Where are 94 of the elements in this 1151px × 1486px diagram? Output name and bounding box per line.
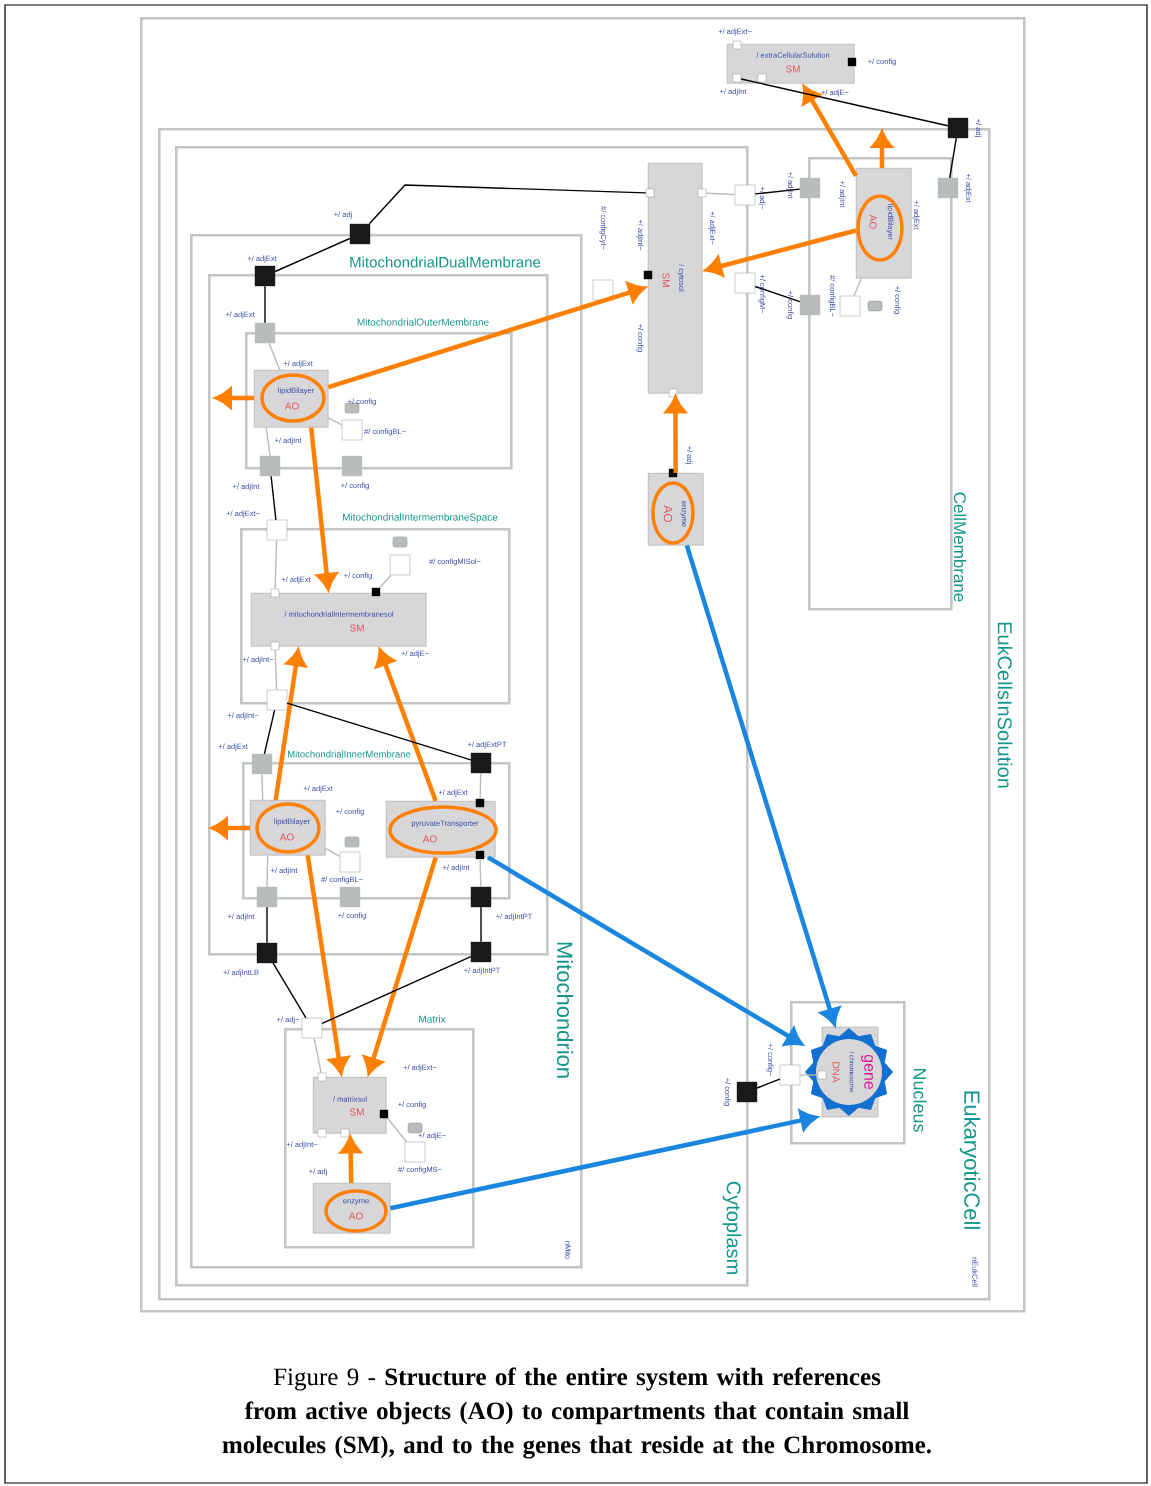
node-label: MitochondrialDualMembrane — [350, 256, 541, 268]
port-square — [349, 223, 371, 245]
port-square — [799, 177, 821, 199]
port-square — [317, 1128, 327, 1138]
reference-arrow — [327, 282, 646, 390]
port-wire — [853, 277, 862, 297]
port-square — [266, 519, 288, 541]
node-label: Nucleus — [913, 1068, 927, 1132]
port-wire — [740, 78, 949, 127]
port-square — [254, 322, 276, 344]
port-wire — [324, 847, 341, 858]
port-square — [270, 641, 280, 651]
port-wire — [313, 1037, 322, 1074]
port-wire — [479, 858, 482, 888]
port-wire — [386, 1117, 408, 1143]
port-wire — [799, 1074, 819, 1076]
port-wire — [705, 192, 736, 196]
port-square — [732, 40, 742, 50]
port-square — [475, 850, 485, 860]
port-wire — [368, 184, 647, 225]
port-wire — [754, 285, 801, 303]
port-square — [317, 1072, 327, 1082]
port-square — [256, 942, 278, 964]
port-square — [817, 1070, 827, 1080]
port-wire — [286, 702, 472, 761]
port-square — [839, 295, 861, 317]
port-wire — [264, 285, 266, 324]
port-wire — [270, 475, 277, 521]
port-wire — [754, 188, 801, 195]
port-square — [736, 1081, 758, 1103]
port-wire — [274, 539, 278, 590]
port-wire — [321, 955, 472, 1025]
reference-arrow — [375, 649, 438, 802]
port-square — [259, 455, 281, 477]
port-square — [389, 554, 411, 576]
port-wire — [274, 237, 351, 273]
port-square — [341, 455, 363, 477]
port-square — [470, 886, 492, 908]
port-wire — [266, 906, 268, 944]
node-label: MitochondrialInnerMembrane — [288, 750, 411, 758]
port-square — [371, 587, 381, 597]
port-square — [645, 188, 655, 198]
port-wire — [327, 417, 343, 426]
node-label: MitochondrialIntermembraneSpace — [343, 513, 498, 523]
port-wire — [949, 137, 957, 179]
port-square — [947, 117, 969, 139]
port-square — [339, 851, 361, 873]
port-wire — [272, 962, 307, 1019]
port-wire — [480, 906, 482, 943]
reference-arrow — [305, 855, 349, 1075]
port-wire — [266, 854, 269, 888]
port-square — [270, 588, 280, 598]
port-wire — [268, 342, 281, 371]
port-square — [475, 798, 485, 808]
port-wire — [261, 773, 264, 801]
node-label: Matrix — [419, 1015, 446, 1023]
port-square — [470, 941, 492, 963]
node-label: MitochondrialOuterMembrane — [357, 318, 489, 326]
port-wire — [379, 574, 392, 589]
port-square — [779, 1064, 801, 1086]
port-square — [757, 73, 767, 83]
reference-arrow — [802, 85, 858, 177]
reference-arrow — [363, 856, 438, 1075]
port-square — [643, 270, 653, 280]
port-square — [592, 279, 614, 301]
node-label: CellMembrane — [953, 492, 967, 602]
port-square — [668, 388, 678, 398]
port-square — [734, 272, 756, 294]
port-square — [379, 1109, 389, 1119]
reference-arrow — [705, 228, 857, 277]
port-wire — [263, 709, 276, 755]
reference-arrow — [486, 855, 803, 1046]
reference-arrow — [389, 1110, 818, 1211]
port-square — [254, 265, 276, 287]
port-square — [301, 1017, 323, 1039]
port-square — [937, 177, 959, 199]
port-square — [799, 294, 821, 316]
reference-arrow — [684, 544, 841, 1026]
port-square — [404, 1141, 426, 1163]
port-square — [251, 753, 273, 775]
port-square — [732, 73, 742, 83]
port-square — [339, 886, 361, 908]
port-square — [734, 184, 756, 206]
port-square — [847, 57, 857, 67]
reference-arrow — [340, 1136, 361, 1184]
port-square — [340, 1128, 350, 1138]
port-wire — [265, 426, 271, 457]
port-square — [256, 886, 278, 908]
port-square — [470, 752, 492, 774]
figure-caption: Figure 9 - Structure of the entire system with references from active objects (AO) to compartments that contain small molecules (SM), and to the genes that reside at the Chromosome. — [222, 1367, 931, 1459]
port-square — [697, 188, 707, 198]
port-wire — [479, 772, 482, 800]
port-square — [341, 419, 363, 441]
port-wire — [756, 1078, 781, 1089]
